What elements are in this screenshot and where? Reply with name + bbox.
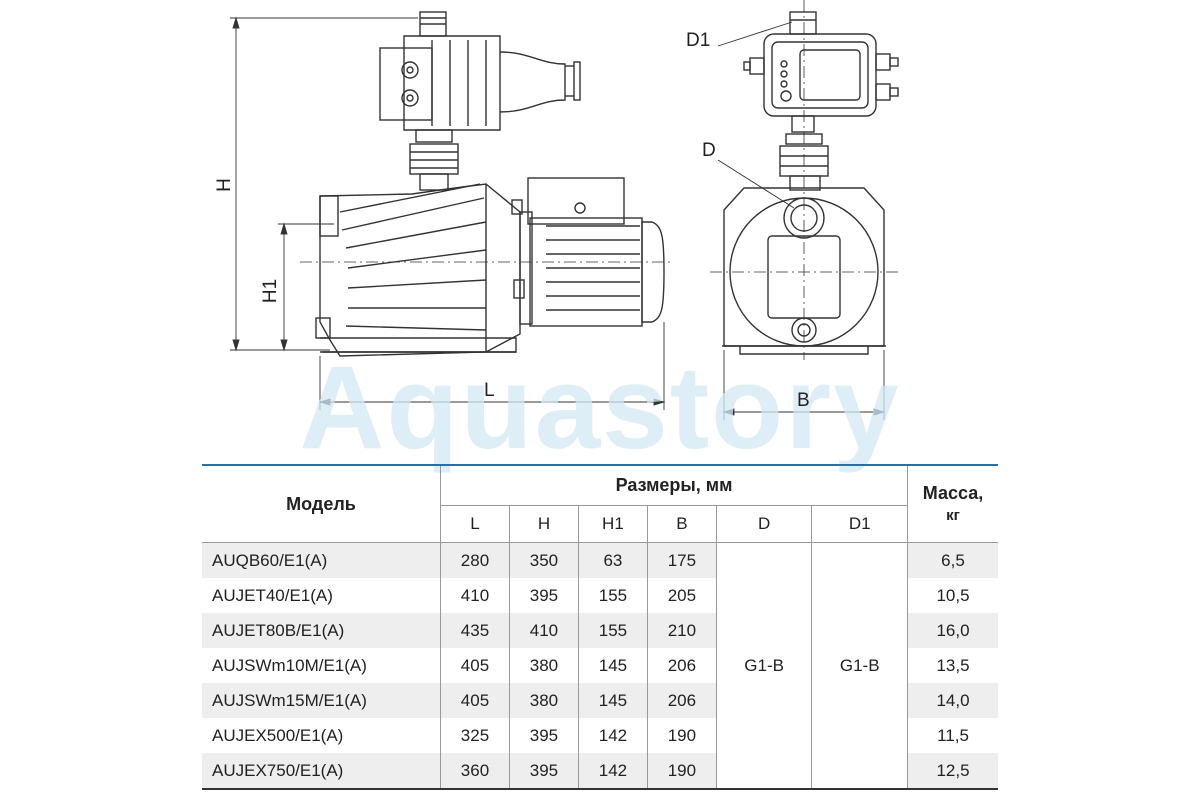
b-cell: 175: [646, 542, 717, 578]
b-cell: 190: [646, 718, 717, 753]
connector-fitting-side: [409, 129, 459, 191]
pressure-controller-side: [379, 11, 581, 131]
h1-cell: 155: [577, 613, 648, 648]
h-cell: 395: [508, 578, 579, 613]
column-header-h1: H1: [577, 505, 648, 543]
dimension-label-b: B: [797, 390, 810, 411]
mass-cell: 13,5: [907, 648, 998, 683]
mass-cell: 14,0: [907, 683, 998, 718]
pressure-controller-front: [743, 11, 899, 133]
model-cell: AUJSWm15M/E1(A): [202, 683, 441, 718]
model-cell: AUJEX500/E1(A): [212, 725, 344, 745]
dimension-label-d: D: [702, 140, 716, 161]
model-header: Модель: [202, 464, 441, 543]
b-cell: 210: [646, 613, 717, 648]
mass-cell: 12,5: [907, 753, 998, 789]
l-cell: 360: [440, 753, 510, 789]
dimension-label-l: L: [484, 380, 495, 401]
l-cell: 405: [440, 648, 510, 683]
h1-cell: 63: [577, 542, 648, 578]
column-header-h: H: [508, 505, 579, 543]
column-header-l: L: [440, 505, 510, 543]
mass-header-line1: Масса,: [922, 483, 984, 503]
mass-header: Масса, кг: [907, 464, 998, 543]
mass-cell: 10,5: [907, 578, 998, 613]
b-cell: 190: [646, 753, 717, 789]
column-header-b: B: [646, 505, 717, 543]
l-cell: 280: [440, 542, 510, 578]
b-cell: 205: [646, 578, 717, 613]
h-cell: 380: [508, 648, 579, 683]
motor-side: [511, 177, 665, 327]
h1-cell: 142: [577, 718, 648, 753]
model-cell: AUQB60/E1(A): [202, 542, 441, 578]
h1-cell: 155: [577, 578, 648, 613]
mass-cell: 6,5: [907, 542, 998, 578]
table-row: AUJET80B/E1(A) 435 410 155 210 16,0: [202, 613, 998, 648]
h1-cell: 145: [577, 648, 648, 683]
l-cell: 410: [440, 578, 510, 613]
table-row: AUJEX500/E1(A) 325 395 142 190 11,5: [202, 718, 998, 753]
model-cell: AUJSWm10M/E1(A): [212, 655, 367, 675]
h-cell: 380: [508, 683, 579, 718]
dimension-label-d1: D1: [686, 30, 711, 51]
dimension-label-h1: H1: [260, 278, 282, 304]
table-row: AUJEX750/E1(A) 360 395 142 190 12,5: [202, 753, 998, 789]
table-row: AUJET40/E1(A) 410 395 155 205 10,5: [202, 578, 998, 613]
l-cell: 435: [440, 613, 510, 648]
model-cell: AUJET40/E1(A): [212, 585, 333, 605]
h-cell: 395: [508, 718, 579, 753]
h-cell: 410: [508, 613, 579, 648]
watermark-text: Aquastory: [299, 342, 901, 474]
h1-cell: 145: [577, 683, 648, 718]
h1-cell: 142: [577, 753, 648, 789]
d-merged-cell: G1-B: [715, 542, 812, 789]
h-cell: 395: [508, 753, 579, 789]
column-header-d: D: [715, 505, 812, 543]
mass-cell: 11,5: [907, 718, 998, 753]
sizes-header: Размеры, мм: [440, 464, 908, 506]
pump-body-side: [315, 183, 521, 357]
h-cell: 350: [508, 542, 579, 578]
mass-header-line2: кг: [946, 507, 960, 524]
dimension-lines-side: [230, 16, 666, 410]
l-cell: 325: [440, 718, 510, 753]
b-cell: 206: [646, 648, 717, 683]
model-cell: AUJET80B/E1(A): [202, 613, 441, 648]
specification-table: Модель Размеры, мм Масса, кг L H H1 B D …: [202, 464, 998, 790]
column-header-d1: D1: [811, 505, 908, 543]
dimension-lines-front: [717, 21, 886, 420]
table-row: AUQB60/E1(A) 280 350 63 175 G1-B G1-B 6,…: [202, 542, 998, 789]
model-cell: AUJEX750/E1(A): [202, 753, 441, 789]
d1-merged-cell: G1-B: [811, 542, 908, 789]
mass-cell: 16,0: [907, 613, 998, 648]
table-row: AUJSWm15M/E1(A) 405 380 145 206 14,0: [202, 683, 998, 718]
table-row: AUJSWm10M/E1(A) 405 380 145 206 13,5: [202, 648, 998, 683]
b-cell: 206: [646, 683, 717, 718]
l-cell: 405: [440, 683, 510, 718]
dimension-label-h: H: [213, 178, 235, 192]
pump-technical-drawing: [230, 0, 900, 420]
